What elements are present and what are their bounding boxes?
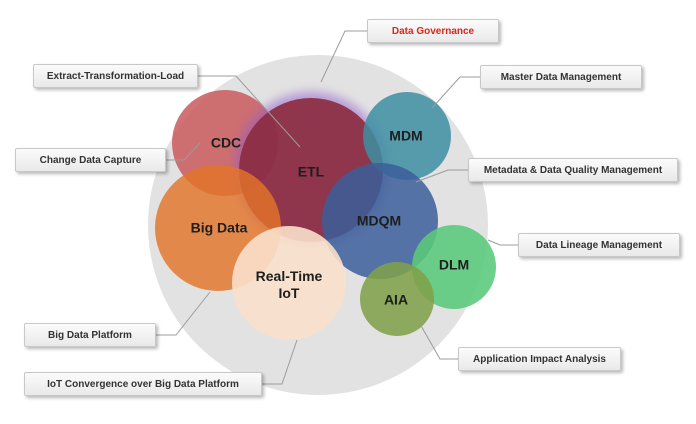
callout-extract-transformation-load: Extract-Transformation-Load: [33, 64, 198, 88]
leader-master-data-management: [431, 76, 480, 109]
leader-metadata-quality: [415, 169, 468, 183]
leader-change-data-capture: [166, 142, 201, 161]
callout-application-impact: Application Impact Analysis: [458, 347, 621, 371]
callout-big-data-platform: Big Data Platform: [24, 323, 156, 347]
callout-master-data-management: Master Data Management: [480, 65, 642, 89]
leader-data-governance: [320, 30, 367, 83]
aia-circle: [360, 262, 434, 336]
callout-data-governance: Data Governance: [367, 19, 499, 43]
callout-change-data-capture: Change Data Capture: [15, 148, 166, 172]
mdqm-circle: [322, 163, 438, 279]
leader-data-lineage: [487, 239, 518, 246]
mdm-circle: [363, 92, 451, 180]
leader-application-impact: [419, 323, 458, 360]
realtime-iot-circle: [232, 226, 346, 340]
leader-extract-transformation-load: [198, 75, 301, 148]
dlm-circle: [412, 225, 496, 309]
leader-iot-convergence: [262, 339, 298, 385]
callout-metadata-quality: Metadata & Data Quality Management: [468, 158, 678, 182]
callout-data-lineage: Data Lineage Management: [518, 233, 680, 257]
leader-big-data-platform: [156, 291, 211, 336]
callout-iot-convergence: IoT Convergence over Big Data Platform: [24, 372, 262, 396]
